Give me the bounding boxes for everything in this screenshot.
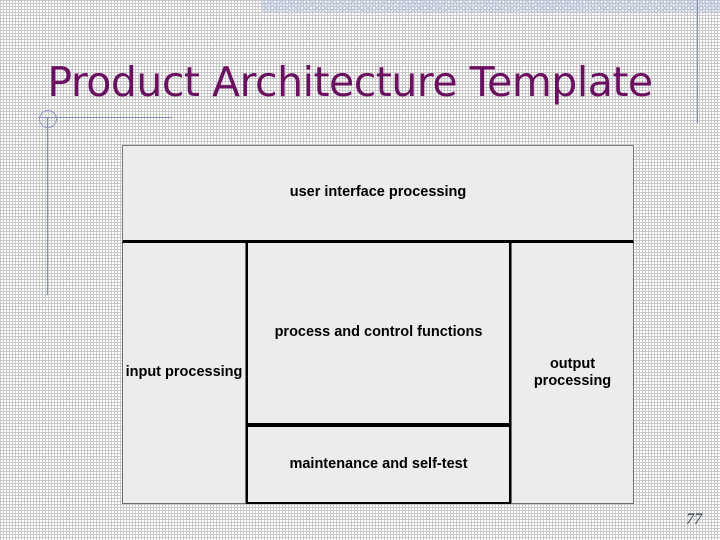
decorative-vertical-rule (697, 0, 698, 123)
grid-line-horizontal (0, 22, 720, 23)
block-process-and-control-functions: process and control functions (246, 243, 511, 425)
grid-line-vertical (647, 0, 648, 540)
grid-line-horizontal (0, 70, 720, 71)
block-output-processing: output processing (511, 243, 634, 504)
grid-line-vertical (695, 0, 696, 540)
grid-line-horizontal (0, 118, 720, 119)
block-label: maintenance and self-test (289, 455, 468, 472)
grid-line-vertical (119, 0, 120, 540)
page-title: Product Architecture Template (47, 58, 653, 106)
block-maintenance-and-self-test: maintenance and self-test (246, 425, 511, 504)
decorative-vertical-stem (47, 117, 48, 295)
decorative-circle-icon (39, 110, 57, 128)
block-user-interface-processing: user interface processing (122, 145, 634, 243)
block-input-processing: input processing (122, 243, 246, 504)
block-label: input processing (125, 364, 243, 381)
grid-line-vertical (23, 0, 24, 540)
decorative-horizontal-rule (38, 117, 172, 118)
block-label: user interface processing (289, 184, 467, 201)
page-number: 77 (686, 511, 702, 528)
grid-line-vertical (71, 0, 72, 540)
block-label: output processing (533, 355, 612, 389)
architecture-diagram: user interface processing input processi… (122, 145, 634, 504)
decorative-hatched-band (262, 0, 720, 13)
block-label: process and control functions (274, 324, 483, 341)
